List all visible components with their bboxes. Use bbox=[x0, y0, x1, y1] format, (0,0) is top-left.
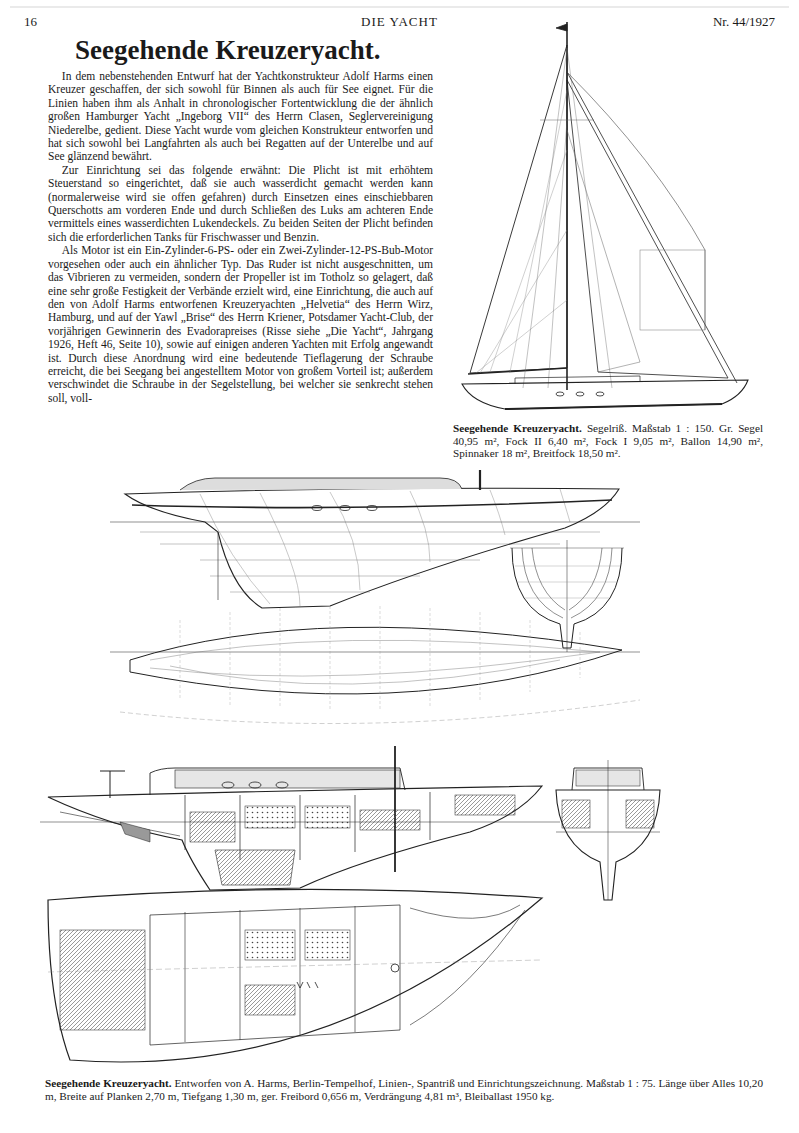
sail-plan-part bbox=[640, 250, 705, 330]
half-breadth-plan-part bbox=[110, 652, 640, 653]
interior-profile-part bbox=[60, 812, 180, 836]
cross-section-part bbox=[608, 760, 609, 900]
half-breadth-plan-part bbox=[180, 606, 580, 710]
interior-profile-part bbox=[245, 806, 295, 828]
interior-plan-part bbox=[305, 930, 350, 960]
interior-profile-part bbox=[120, 822, 150, 842]
figure-caption: Seegehende Kreuzeryacht. Entworfen von A… bbox=[45, 1077, 763, 1102]
sail-plan-caption: Seegehende Kreuzeryacht. Segelriß. Maßst… bbox=[453, 422, 763, 460]
interior-plan-part bbox=[410, 905, 525, 1025]
interior-profile-part bbox=[455, 795, 515, 815]
interior-plan bbox=[48, 889, 542, 1062]
body-plan-part bbox=[512, 548, 622, 648]
lines-profile bbox=[110, 470, 640, 608]
article-title: Seegehende Kreuzeryacht. bbox=[75, 35, 380, 66]
body-text: In dem nebenstehenden Entwurf hat der Ya… bbox=[48, 70, 433, 405]
sail-plan-part bbox=[540, 120, 594, 121]
lines-profile-part bbox=[180, 478, 462, 490]
interior-profile-part bbox=[190, 812, 235, 842]
interior-profile-part bbox=[360, 810, 420, 830]
sail-plan-part bbox=[576, 392, 584, 396]
lines-profile-part bbox=[479, 470, 481, 490]
cross-section-part bbox=[626, 800, 654, 828]
sail-plan-part bbox=[515, 376, 640, 384]
interior-plan-part bbox=[48, 889, 542, 1062]
lines-profile-part bbox=[110, 522, 640, 523]
sail-plan-part bbox=[567, 48, 612, 388]
sail-plan-part bbox=[468, 368, 567, 374]
interior-profile-part bbox=[249, 782, 261, 788]
interior-profile-part bbox=[215, 850, 295, 885]
lines-profile-part bbox=[132, 500, 612, 508]
body-plan-part bbox=[567, 540, 568, 652]
interior-profile-part bbox=[394, 746, 396, 872]
half-breadth-plan-part bbox=[150, 640, 600, 684]
interior-profile-part bbox=[175, 770, 400, 788]
paragraph: In dem nebenstehenden Entwurf hat der Ya… bbox=[48, 70, 433, 164]
sail-plan-part bbox=[505, 404, 722, 409]
interior-plan-part bbox=[245, 985, 295, 1015]
interior-plan-part bbox=[391, 964, 399, 972]
half-breadth-plan bbox=[110, 606, 640, 724]
interior-profile-part bbox=[222, 782, 234, 788]
lines-profile-part bbox=[367, 506, 377, 511]
sail-plan-part bbox=[556, 24, 567, 31]
cross-section-part bbox=[556, 832, 660, 833]
interior-profile-part bbox=[110, 771, 111, 798]
issue-number: Nr. 44/1927 bbox=[713, 14, 775, 30]
paragraph: Zur Einrichtung sei das folgende erwähnt… bbox=[48, 164, 433, 244]
paragraph: Als Motor ist ein Ein-Zylinder-6-PS- ode… bbox=[48, 244, 433, 405]
running-head: DIE YACHT bbox=[0, 14, 799, 30]
sail-plan bbox=[462, 22, 748, 409]
interior-plan-part bbox=[185, 906, 355, 1042]
interior-plan-part bbox=[48, 960, 540, 972]
sail-plan-part bbox=[596, 392, 604, 396]
sail-plan-part bbox=[567, 72, 705, 330]
cross-section bbox=[556, 760, 660, 900]
lines-profile-part bbox=[140, 532, 600, 592]
cross-section-part bbox=[562, 800, 590, 828]
sail-plan-part bbox=[567, 130, 640, 372]
body-plan-part bbox=[510, 548, 624, 549]
interior-plan-part bbox=[60, 930, 145, 1030]
interior-plan-part bbox=[150, 905, 400, 1045]
caption-heading: Seegehende Kreuzeryacht. bbox=[45, 1077, 172, 1089]
body-plan bbox=[510, 540, 624, 652]
interior-profile-part bbox=[276, 782, 288, 788]
body-plan-part bbox=[522, 548, 612, 618]
lines-profile-part bbox=[218, 532, 219, 600]
interior-profile-part bbox=[305, 806, 350, 828]
page-rule-part bbox=[10, 7, 789, 8]
sail-plan-part bbox=[548, 120, 567, 388]
interior-profile-part bbox=[48, 786, 542, 890]
page-number: 16 bbox=[24, 14, 37, 30]
body-plan-part bbox=[515, 566, 620, 598]
sail-plan-part bbox=[523, 48, 567, 388]
interior-profile-part bbox=[150, 768, 405, 795]
sail-plan-part bbox=[476, 90, 567, 373]
interior-profile-part bbox=[40, 822, 560, 823]
interior-plan-part bbox=[297, 982, 318, 988]
half-breadth-plan-part bbox=[120, 700, 640, 724]
caption-heading: Seegehende Kreuzeryacht. bbox=[453, 422, 582, 434]
sail-plan-part bbox=[556, 392, 564, 396]
page-rule bbox=[10, 7, 789, 8]
sail-plan-part bbox=[462, 380, 748, 409]
interior-plan-part bbox=[245, 930, 295, 960]
sail-plan-part bbox=[567, 72, 737, 383]
interior-profile bbox=[40, 746, 560, 890]
half-breadth-plan-part bbox=[130, 627, 622, 694]
interior-profile-part bbox=[100, 771, 125, 772]
